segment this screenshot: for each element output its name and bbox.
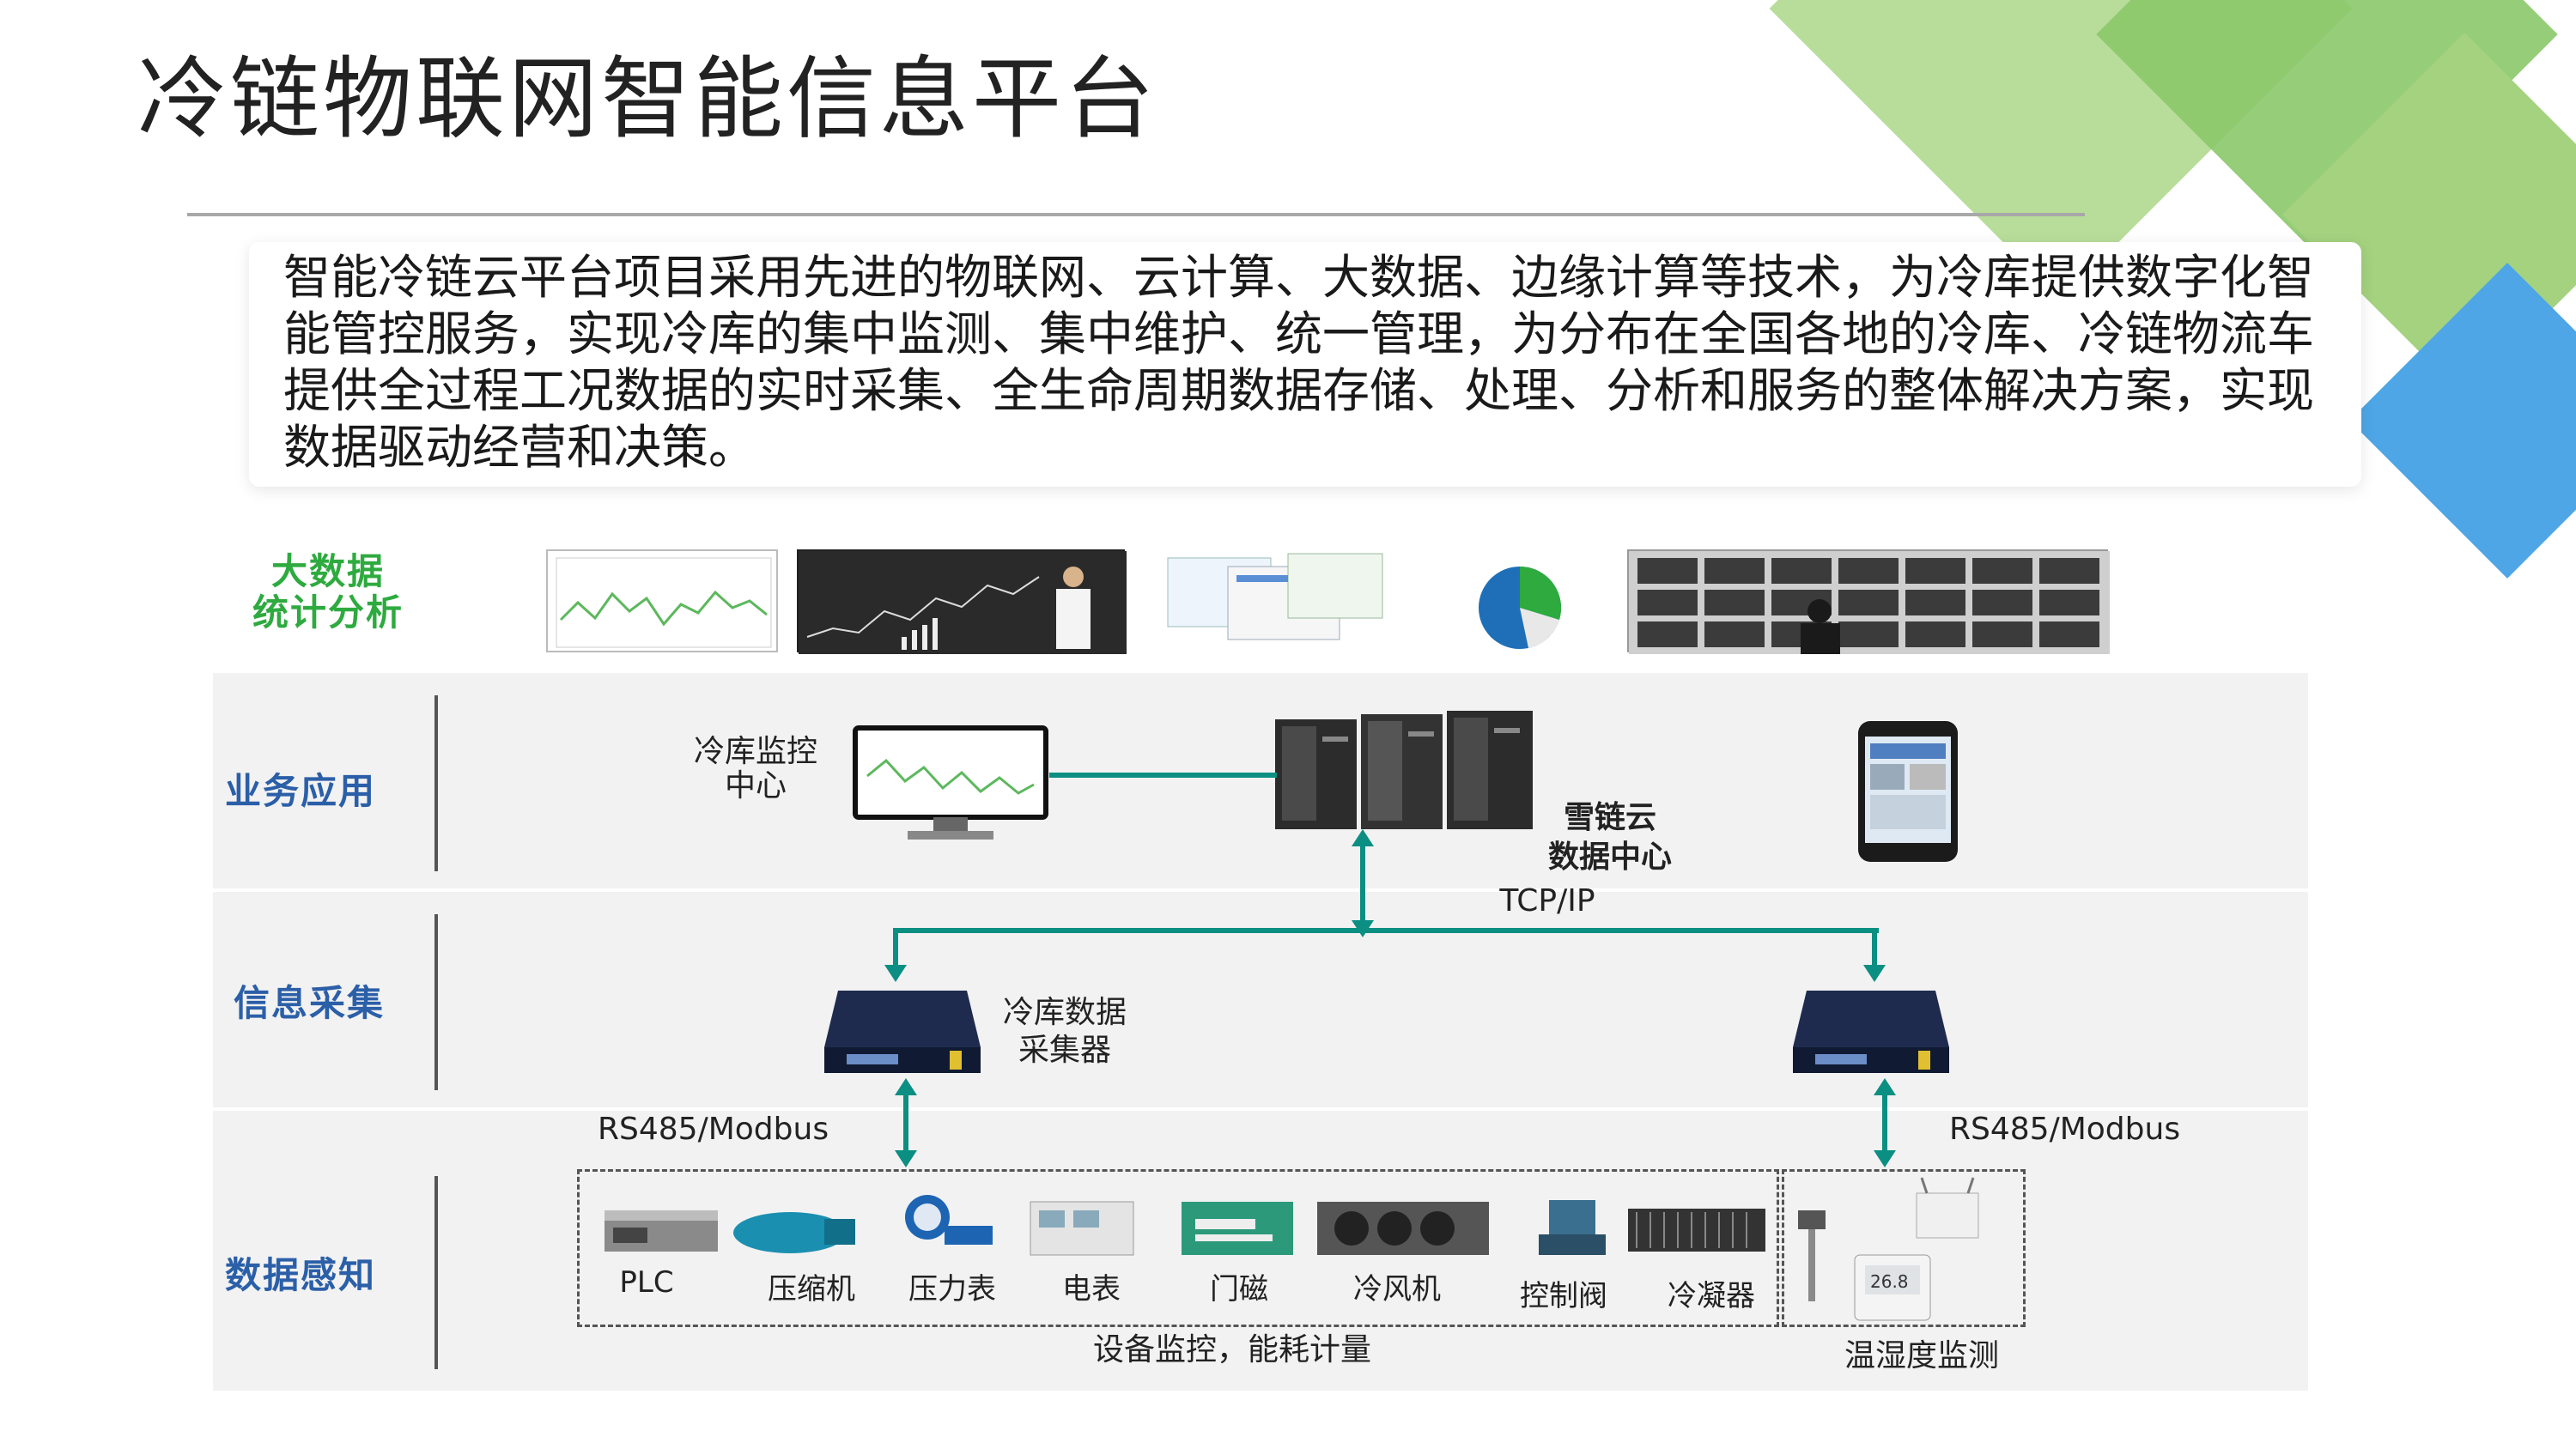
page-title: 冷链物联网智能信息平台	[137, 46, 1158, 151]
collector-label: 冷库数据 采集器	[1002, 995, 1127, 1068]
right-sensor-arrow-up	[1874, 1078, 1896, 1095]
device-label-control-valve: 控制阀	[1520, 1279, 1607, 1313]
temperature-probe-icon	[1789, 1202, 1841, 1308]
layer-separator	[434, 1176, 438, 1369]
wireless-sensor-icon	[1905, 1176, 1990, 1248]
left-collector-to-sensors-line	[903, 1092, 908, 1157]
collector-device-left-icon	[821, 982, 984, 1080]
layer-label-analytics: 大数据 统计分析	[252, 550, 404, 634]
datacenter-tcp-line	[1360, 843, 1365, 927]
datacenter-arrow	[1352, 829, 1374, 846]
power-meter-icon	[1027, 1198, 1139, 1262]
pie-chart-thumbnail	[1434, 549, 1606, 652]
dashboard-windows-thumbnail	[1159, 549, 1387, 652]
line-chart-thumbnail	[546, 549, 778, 652]
monitor-icon	[852, 724, 1049, 848]
temp-humidity-group-box	[1782, 1169, 2026, 1327]
thermo-hygrometer-icon: 26.8	[1850, 1252, 1935, 1327]
left-sensor-arrow-down	[895, 1150, 917, 1167]
device-label-power-meter: 电表	[1062, 1272, 1121, 1307]
layer-separator	[434, 695, 438, 871]
layer-label-sensing: 数据感知	[225, 1254, 377, 1296]
rs485-right-label: RS485/Modbus	[1949, 1112, 2181, 1147]
control-valve-icon	[1534, 1197, 1611, 1269]
layer-label-business: 业务应用	[225, 770, 377, 812]
compressor-icon	[730, 1198, 859, 1262]
analyst-chart-photo	[797, 549, 1127, 654]
server-rack-icon	[1275, 711, 1541, 834]
monitor-to-datacenter-line	[1049, 773, 1277, 778]
monitor-center-label: 冷库监控 中心	[693, 734, 817, 803]
band-collection	[213, 888, 2308, 1107]
temp-humidity-group-label: 温湿度监测	[1844, 1338, 1999, 1373]
bus-to-left-collector-line	[893, 931, 898, 975]
data-center-label: 雪链云 数据中心	[1547, 800, 1672, 875]
device-label-pressure-gauge: 压力表	[908, 1272, 996, 1307]
air-cooler-icon	[1314, 1198, 1494, 1262]
right-collector-arrow	[1863, 965, 1886, 982]
video-wall-photo	[1627, 549, 2110, 654]
tcp-ip-label: TCP/IP	[1499, 883, 1595, 919]
equipment-group-box	[577, 1169, 1779, 1327]
title-divider	[187, 213, 2085, 216]
layer-separator	[434, 914, 438, 1090]
door-sensor-icon	[1178, 1198, 1298, 1262]
device-label-air-cooler: 冷风机	[1353, 1272, 1441, 1307]
pressure-gauge-icon	[893, 1191, 996, 1264]
tcp-bus-line	[893, 928, 1879, 933]
device-label-condenser: 冷凝器	[1668, 1279, 1755, 1313]
device-label-compressor: 压缩机	[768, 1272, 855, 1307]
condenser-icon	[1625, 1202, 1771, 1262]
collector-device-right-icon	[1789, 982, 1953, 1080]
bus-to-right-collector-line	[1872, 931, 1877, 975]
right-sensor-arrow-down	[1874, 1150, 1896, 1167]
svg-text:26.8: 26.8	[1870, 1271, 1909, 1292]
band-business	[213, 670, 2308, 888]
rs485-left-label: RS485/Modbus	[598, 1112, 829, 1147]
intro-paragraph: 智能冷链云平台项目采用先进的物联网、云计算、大数据、边缘计算等技术，为冷库提供数…	[249, 242, 2361, 487]
left-sensor-arrow-up	[895, 1078, 917, 1095]
right-collector-to-sensors-line	[1882, 1092, 1887, 1157]
plc-icon	[601, 1198, 721, 1262]
device-label-plc: PLC	[619, 1265, 674, 1300]
equipment-group-label: 设备监控，能耗计量	[1092, 1332, 1371, 1367]
layer-label-collection: 信息采集	[234, 982, 386, 1024]
device-label-door-sensor: 门磁	[1210, 1272, 1268, 1307]
left-collector-arrow	[884, 965, 907, 982]
smartphone-icon	[1856, 719, 1959, 867]
